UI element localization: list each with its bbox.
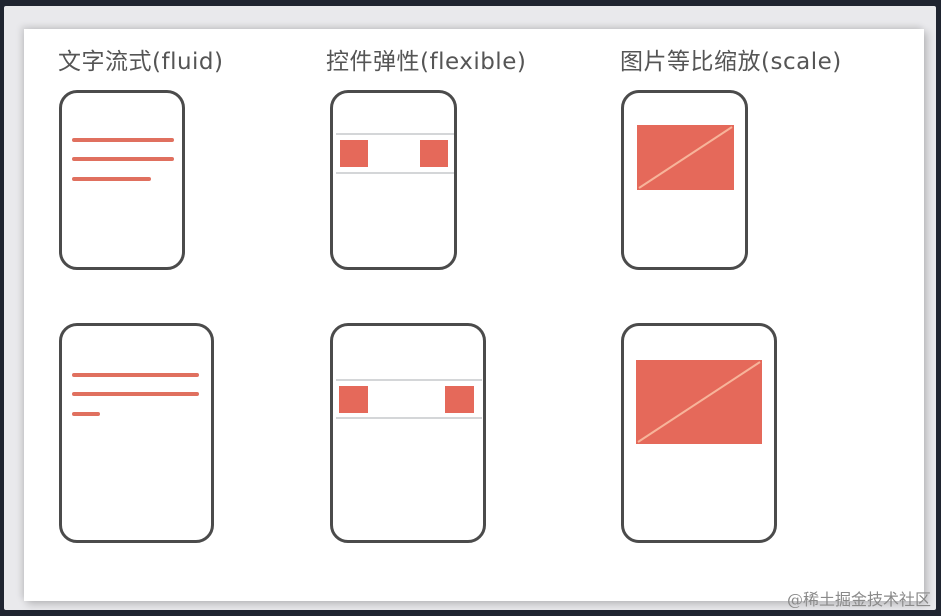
text-line [72,177,151,181]
phone-fluid-small [59,90,185,270]
control-right [445,386,474,413]
image-diagonal-icon [638,126,733,189]
control-left [340,140,368,167]
phone-scale-large [621,323,777,543]
phone-flexible-large [330,323,486,543]
toolbar-top-rule [336,133,454,135]
text-line [72,157,174,161]
image-placeholder [637,125,734,190]
image-diagonal-icon [637,361,761,443]
title-fluid: 文字流式(fluid) [58,49,224,75]
title-flexible: 控件弹性(flexible) [326,49,527,75]
toolbar-top-rule [336,379,482,381]
phone-fluid-large [59,323,214,543]
text-line [72,373,199,377]
text-line [72,412,100,416]
text-line [72,392,199,396]
phone-scale-small [621,90,748,270]
control-left [339,386,368,413]
control-right [420,140,448,167]
image-placeholder [636,360,762,444]
title-scale: 图片等比缩放(scale) [620,49,842,75]
phone-flexible-small [330,90,457,270]
toolbar-bottom-rule [336,417,482,419]
text-line [72,138,174,142]
watermark: @稀土掘金技术社区 [786,590,931,609]
toolbar-bottom-rule [336,172,454,174]
